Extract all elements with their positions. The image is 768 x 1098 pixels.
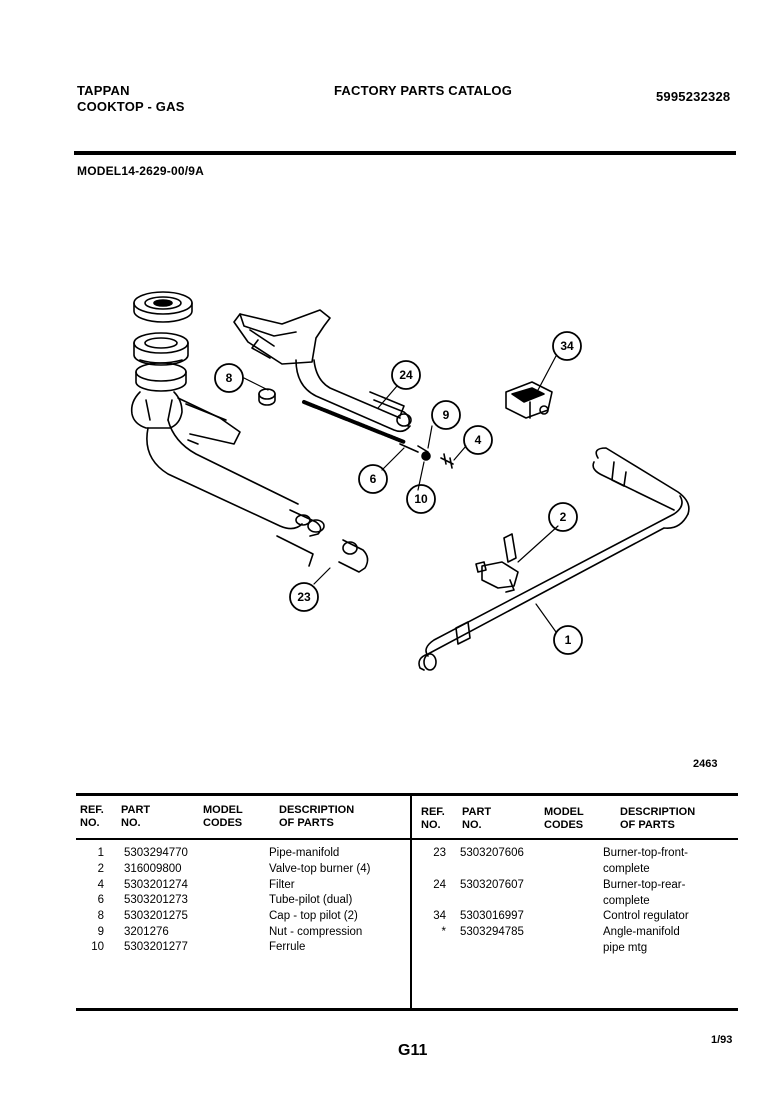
ref-number: 1 [97, 847, 104, 859]
ref-number: 24 [433, 879, 446, 891]
figure-number: 2463 [693, 758, 718, 770]
brand-name: TAPPAN [77, 83, 130, 98]
revision-date: 1/93 [711, 1034, 733, 1046]
callout-2 [548, 502, 578, 532]
table-row: 34 5303016997 Control regulator [418, 909, 736, 925]
part-description-cont: complete [603, 894, 650, 907]
pipe-manifold [418, 447, 690, 671]
ref-number: 23 [433, 847, 446, 859]
leader-lines [243, 355, 559, 633]
catalog-title: FACTORY PARTS CATALOG [334, 83, 513, 98]
table-top-rule [76, 793, 738, 796]
callout-label: 23 [297, 590, 311, 604]
part-number: 5303016997 [460, 910, 524, 922]
part-number: 5303294770 [124, 847, 188, 859]
page-number: G11 [398, 1042, 428, 1059]
model-number: MODEL14-2629-00/9A [77, 164, 204, 178]
part-number: 5303201275 [124, 910, 188, 922]
pilot-fittings [258, 388, 454, 469]
part-description: Burner-top-rear- [603, 879, 686, 891]
part-description: Ferrule [269, 941, 306, 953]
part-number: 316009800 [124, 863, 182, 875]
part-description: Valve-top burner (4) [269, 863, 371, 875]
callout-24 [391, 360, 421, 390]
callout-23 [289, 582, 319, 612]
table-row: * 5303294785 Angle-manifold pipe mtg [418, 925, 736, 957]
ref-number: 4 [97, 879, 104, 891]
table-bottom-rule [76, 1008, 738, 1011]
callout-6 [358, 464, 388, 494]
part-description: Filter [269, 879, 295, 891]
part-description-cont: pipe mtg [603, 941, 648, 954]
ref-number: 6 [97, 894, 104, 906]
exploded-parts-diagram: 8 24 34 9 4 6 10 2 1 23 [130, 291, 690, 671]
table-row: 6 5303201273 Tube-pilot (dual) [76, 893, 406, 909]
burner-top-front-assembly [130, 291, 369, 573]
header-rule [74, 151, 736, 155]
ref-number: 10 [91, 941, 104, 953]
part-number: 5303207606 [460, 847, 524, 859]
part-description: Angle-manifold [603, 926, 680, 938]
part-number: 5303201277 [124, 941, 188, 953]
callout-label: 2 [560, 510, 567, 524]
table-row: 10 5303201277 Ferrule [76, 940, 406, 956]
table-center-divider [410, 796, 412, 1008]
part-description: Cap - top pilot (2) [269, 910, 358, 922]
callout-label: 1 [565, 633, 572, 647]
ref-number: 2 [97, 863, 104, 875]
callout-9 [431, 400, 461, 430]
burner-top-rear-assembly [233, 309, 412, 444]
ref-number: 8 [97, 910, 104, 922]
part-description: Control regulator [603, 910, 689, 922]
control-regulator [505, 381, 553, 419]
product-name: COOKTOP - GAS [77, 99, 185, 114]
callout-label: 6 [370, 472, 377, 486]
table-row: 8 5303201275 Cap - top pilot (2) [76, 909, 406, 925]
header-ref-no: REF.NO. [421, 806, 445, 831]
callout-label: 9 [443, 408, 450, 422]
table-row: 1 5303294770 Pipe-manifold [76, 846, 406, 862]
table-header-rule [76, 838, 738, 840]
part-description: Nut - compression [269, 926, 363, 938]
callout-1 [553, 625, 583, 655]
callout-label: 4 [475, 433, 482, 447]
callout-markers [214, 331, 583, 655]
part-number: 5303207607 [460, 879, 524, 891]
callout-label: 34 [560, 339, 574, 353]
ref-number: 34 [433, 910, 446, 922]
callout-8 [214, 363, 244, 393]
ref-number: 9 [97, 926, 104, 938]
part-number: 5303201273 [124, 894, 188, 906]
ref-number: * [441, 926, 446, 938]
catalog-number: 5995232328 [656, 89, 731, 104]
callout-label: 8 [226, 371, 233, 385]
callout-10 [406, 484, 436, 514]
part-description: Tube-pilot (dual) [269, 894, 353, 906]
table-row: 2 316009800 Valve-top burner (4) [76, 862, 406, 878]
table-row: 4 5303201274 Filter [76, 878, 406, 894]
part-description-cont: complete [603, 862, 650, 875]
part-description: Burner-top-front- [603, 847, 689, 859]
header-ref-no: REF.NO. [80, 804, 104, 829]
callout-34 [552, 331, 582, 361]
table-row: 9 3201276 Nut - compression [76, 925, 406, 941]
callout-4 [463, 425, 493, 455]
part-number: 3201276 [124, 926, 169, 938]
part-number: 5303201274 [124, 879, 188, 891]
part-description: Pipe-manifold [269, 847, 340, 859]
callout-label: 10 [414, 492, 428, 506]
table-row: 24 5303207607 Burner-top-rear- complete [418, 878, 736, 910]
callout-label: 24 [399, 368, 413, 382]
part-number: 5303294785 [460, 926, 524, 938]
table-row: 23 5303207606 Burner-top-front- complete [418, 846, 736, 878]
